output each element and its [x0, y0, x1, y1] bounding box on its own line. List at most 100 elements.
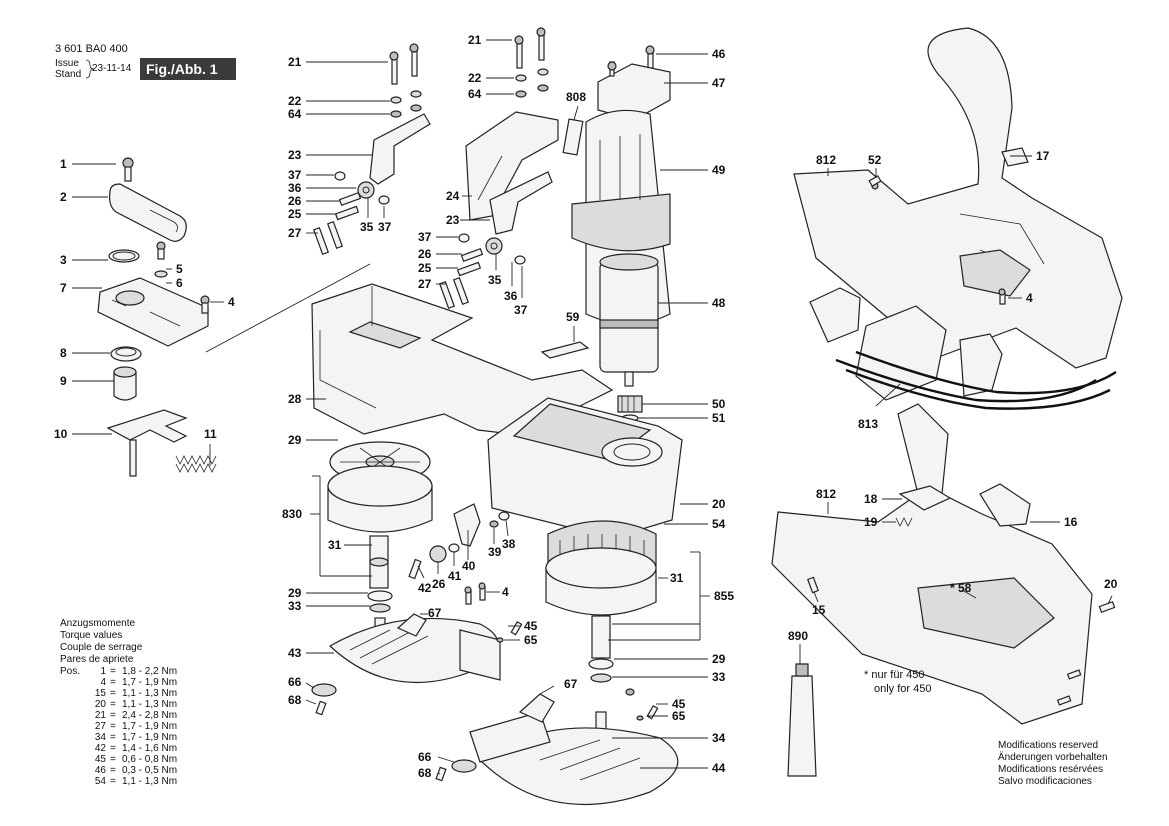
callout-4b: 4 — [502, 585, 509, 599]
bracket-40-icon — [453, 503, 481, 547]
callout-39: 39 — [488, 545, 502, 559]
callout-59: 59 — [566, 310, 580, 324]
callout-37d: 37 — [514, 303, 528, 317]
callout-7: 7 — [60, 281, 67, 295]
guide-plate-icon — [106, 409, 188, 443]
brace-icon — [85, 59, 95, 79]
svg-text:1,7 - 1,9 Nm: 1,7 - 1,9 Nm — [122, 677, 177, 688]
doc-number: 3 601 BA0 400 — [55, 43, 128, 55]
blade-guide-bracket-b-icon — [465, 111, 559, 221]
blade-guide-bracket-a-icon — [369, 113, 431, 185]
callout-33a: 33 — [288, 599, 302, 613]
left-wheel-stack-group — [327, 441, 433, 641]
torque-title-fr: Couple de serrage — [60, 642, 143, 653]
issue-label: Issue — [55, 58, 79, 69]
callout-66a: 66 — [288, 675, 302, 689]
callout-37b: 37 — [378, 220, 392, 234]
callout-52: 52 — [868, 153, 882, 167]
svg-text:34: 34 — [95, 732, 107, 743]
main-frame-icon — [311, 283, 614, 441]
callout-813: 813 — [858, 417, 878, 431]
figure-badge — [140, 58, 236, 80]
callout-45a: 45 — [524, 619, 538, 633]
svg-text:1: 1 — [100, 666, 106, 677]
leader-lines — [72, 39, 1113, 775]
sleeve-icon — [113, 371, 137, 401]
svg-text:20: 20 — [95, 699, 107, 710]
callout-16: 16 — [1064, 515, 1078, 529]
svg-text:45: 45 — [95, 754, 107, 765]
callout-33b: 33 — [712, 670, 726, 684]
callout-29c: 29 — [712, 652, 726, 666]
callout-9: 9 — [60, 374, 67, 388]
screw-1-icon — [122, 157, 134, 182]
svg-text:21: 21 — [95, 710, 107, 721]
screw-5-icon — [156, 241, 166, 260]
washer-6-icon — [154, 270, 168, 278]
callout-68a: 68 — [288, 693, 302, 707]
callout-6: 6 — [176, 276, 183, 290]
callout-35a: 35 — [360, 220, 374, 234]
issue-date: 23-11-14 — [92, 63, 132, 74]
washer-33b-icon — [590, 673, 612, 683]
torque-row: 15 = 1,1 - 1,3 Nm — [95, 688, 177, 699]
callout-43: 43 — [288, 646, 302, 660]
washer-33-icon — [369, 603, 391, 613]
callout-64a: 64 — [288, 107, 302, 121]
motor-assembly-group — [571, 45, 671, 422]
upper-bracket-group-b — [438, 27, 559, 310]
svg-text:15: 15 — [95, 688, 107, 699]
modifications-block: Modifications reserved Änderungen vorbeh… — [998, 740, 1108, 787]
callout-48: 48 — [712, 296, 726, 310]
callout-41: 41 — [448, 569, 462, 583]
screw-4a-icon — [200, 295, 210, 314]
svg-text:=: = — [110, 666, 116, 677]
spring-19-icon — [895, 517, 913, 527]
callout-65a: 65 — [524, 633, 538, 647]
svg-text:1,7 - 1,9 Nm: 1,7 - 1,9 Nm — [122, 721, 177, 732]
callout-labels: 1 2 3 4 5 6 7 8 9 10 11 21 22 64 23 37 3… — [54, 33, 1118, 780]
svg-text:1,7 - 1,9 Nm: 1,7 - 1,9 Nm — [122, 732, 177, 743]
left-parts-group — [97, 157, 217, 477]
svg-text:1,4 - 1,6 Nm: 1,4 - 1,6 Nm — [122, 743, 177, 754]
callout-3: 3 — [60, 253, 67, 267]
svg-text:=: = — [110, 754, 116, 765]
callout-22b: 22 — [468, 71, 482, 85]
mounting-plate-icon — [97, 277, 209, 347]
callout-49: 49 — [712, 163, 726, 177]
callout-23b: 23 — [446, 213, 460, 227]
callout-20b: 20 — [1104, 577, 1118, 591]
torque-row: 4 = 1,7 - 1,9 Nm — [100, 677, 177, 688]
callout-21a: 21 — [288, 55, 302, 69]
svg-text:4: 4 — [100, 677, 106, 688]
modifications-line-3: Modifications resérvées — [998, 764, 1103, 775]
torque-pos-label: Pos. — [60, 666, 80, 677]
callout-58: * 58 — [950, 581, 972, 595]
svg-text:=: = — [110, 743, 116, 754]
callout-27a: 27 — [288, 226, 302, 240]
label-strip-icon — [562, 118, 584, 156]
callout-37c: 37 — [418, 230, 432, 244]
svg-text:46: 46 — [95, 765, 107, 776]
callout-29b: 29 — [288, 586, 302, 600]
callout-65b: 65 — [672, 709, 686, 723]
part-67b-icon — [518, 693, 555, 723]
callout-31b: 31 — [670, 571, 684, 585]
svg-text:=: = — [110, 732, 116, 743]
part-66a-icon — [311, 683, 337, 697]
callout-36b: 36 — [504, 289, 518, 303]
torque-row: 34 = 1,7 - 1,9 Nm — [95, 732, 177, 743]
torque-row: 20 = 1,1 - 1,3 Nm — [95, 699, 177, 710]
callout-36a: 36 — [288, 181, 302, 195]
callout-51: 51 — [712, 411, 726, 425]
callout-18: 18 — [864, 492, 878, 506]
callout-38: 38 — [502, 537, 516, 551]
svg-text:=: = — [110, 699, 116, 710]
grease-tube-icon — [787, 675, 817, 777]
callout-855: 855 — [714, 589, 734, 603]
callout-830: 830 — [282, 507, 302, 521]
modifications-line-1: Modifications reserved — [998, 740, 1098, 751]
svg-text:42: 42 — [95, 743, 107, 754]
callout-50: 50 — [712, 397, 726, 411]
